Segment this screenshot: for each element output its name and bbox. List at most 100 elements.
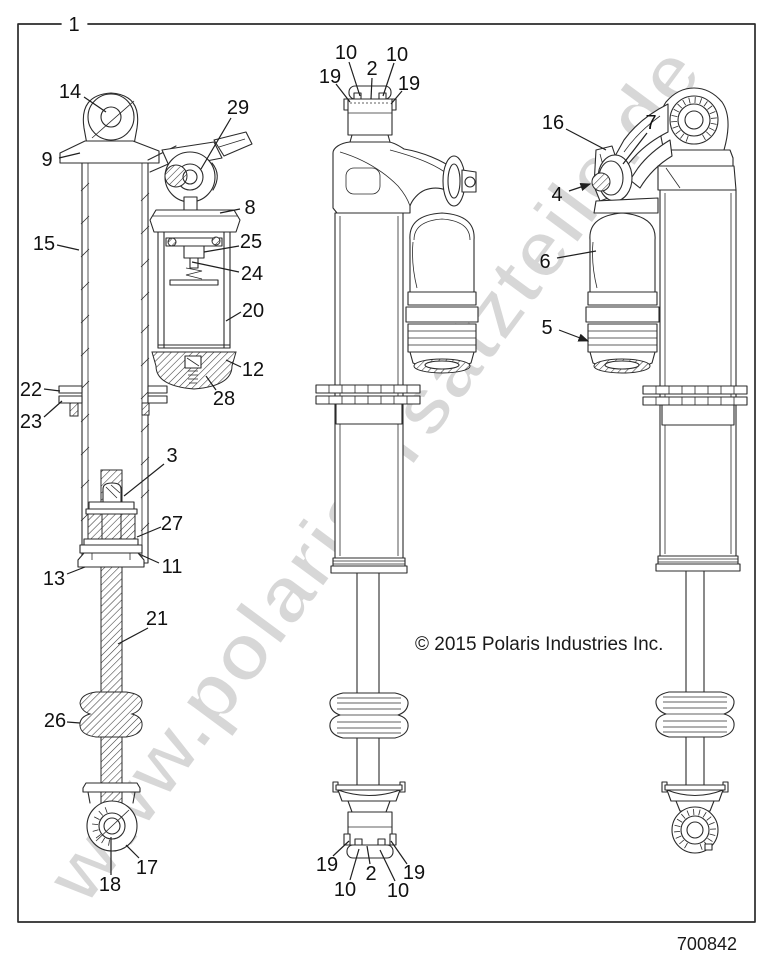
callout-leader-15	[56, 244, 80, 251]
decoration-line	[140, 291, 150, 301]
decoration-line	[80, 314, 90, 324]
decoration-line	[80, 182, 90, 192]
decoration-line	[140, 225, 150, 235]
decoration-line	[710, 117, 717, 119]
copyright-notice: © 2015 Polaris Industries Inc.	[415, 634, 663, 655]
frame-border: 1	[17, 14, 756, 923]
callout-7: 7	[645, 112, 656, 134]
decoration-line	[710, 122, 717, 125]
callout-2-top: 2	[366, 58, 377, 80]
callout-leader-23	[43, 400, 63, 418]
decoration-line	[94, 816, 100, 820]
decoration-line	[676, 818, 683, 823]
decoration-line	[80, 215, 90, 225]
decoration-line	[80, 479, 90, 489]
callout-leader-19-bottom-left	[332, 840, 350, 857]
decoration-line	[708, 127, 715, 131]
callout-leader-10-bottom-right	[379, 849, 396, 882]
callout-leader-28	[205, 375, 217, 391]
decoration-line	[80, 446, 90, 456]
callout-19-top-right: 19	[398, 73, 420, 95]
decoration-line	[698, 809, 701, 816]
decoration-line	[140, 258, 150, 268]
decoration-line	[140, 423, 150, 433]
decoration-line	[140, 324, 150, 334]
callout-6: 6	[539, 251, 550, 273]
callout-leader-2-bottom	[366, 845, 371, 865]
callout-18: 18	[99, 874, 121, 896]
decoration-line	[699, 98, 703, 105]
callout-leader-9	[58, 152, 81, 159]
decoration-line	[95, 834, 102, 839]
callout-leader-2-top	[370, 77, 373, 100]
decoration-line	[684, 842, 688, 849]
callout-19-top-left: 19	[319, 66, 341, 88]
decoration-line	[709, 111, 716, 115]
callout-9: 9	[41, 149, 52, 171]
callout-leader-10-bottom-left	[349, 848, 360, 881]
decoration-line	[699, 843, 703, 850]
callout-leader-19-top-left	[335, 83, 351, 103]
callout-leader-14	[83, 96, 107, 113]
callout-leader-26	[66, 721, 81, 724]
decoration-line	[702, 812, 707, 818]
part-number: 700842	[677, 934, 737, 954]
callout-leader-20	[225, 311, 242, 322]
decoration-line	[702, 134, 706, 141]
callout-leader-19-top-right	[390, 90, 403, 105]
decoration-line	[140, 357, 150, 367]
callout-2-bottom: 2	[365, 863, 376, 885]
callout-leader-12	[225, 359, 242, 368]
callout-leader-7	[622, 132, 648, 165]
decoration-line	[707, 105, 713, 110]
callout-25: 25	[240, 231, 262, 253]
decoration-line	[686, 810, 690, 817]
callout-leader-5	[558, 329, 590, 342]
callout-10-top-left: 10	[335, 42, 357, 64]
callout-leader-21	[117, 627, 149, 645]
callout-14: 14	[59, 81, 81, 103]
callout-4: 4	[551, 184, 562, 206]
callout-15: 15	[33, 233, 55, 255]
callout-leader-22	[43, 388, 61, 392]
callout-10-bottom-left: 10	[334, 879, 356, 901]
callout-leader-16	[565, 128, 607, 151]
callout-28: 28	[213, 388, 235, 410]
callout-11: 11	[162, 556, 183, 578]
bump-stop	[329, 692, 409, 739]
callout-26: 26	[44, 710, 66, 732]
callout-leader-13	[66, 566, 86, 575]
decoration-line	[140, 456, 150, 466]
callout-5: 5	[541, 317, 552, 339]
callout-13: 13	[43, 568, 65, 590]
decoration-line	[707, 837, 713, 842]
decoration-line	[677, 103, 683, 109]
callout-leader-8	[219, 208, 241, 214]
callout-19-bottom-left: 19	[316, 854, 338, 876]
decoration-line	[80, 248, 90, 258]
decoration-line	[672, 125, 679, 129]
callout-10-top-right: 10	[386, 44, 408, 66]
decoration-line	[80, 413, 90, 423]
decoration-line	[680, 133, 685, 139]
decoration-line	[703, 101, 708, 107]
callout-leader-17	[125, 844, 140, 859]
decoration-line	[675, 835, 682, 839]
decoration-line	[706, 131, 711, 137]
callout-leader-19-bottom-right	[390, 840, 408, 865]
decoration-line	[92, 823, 99, 826]
decoration-line	[681, 813, 686, 819]
decoration-line	[679, 839, 685, 845]
decoration-line	[709, 833, 716, 836]
bump-stop	[655, 691, 735, 738]
callout-leader-24	[191, 261, 240, 273]
callout-3: 3	[166, 445, 177, 467]
callout-22: 22	[20, 379, 42, 401]
decoration-line	[104, 807, 108, 813]
callout-leader-10-top-right	[382, 62, 395, 97]
callout-29: 29	[227, 97, 249, 119]
assembly-callout-1: 1	[68, 14, 79, 36]
decoration-line	[674, 824, 681, 828]
